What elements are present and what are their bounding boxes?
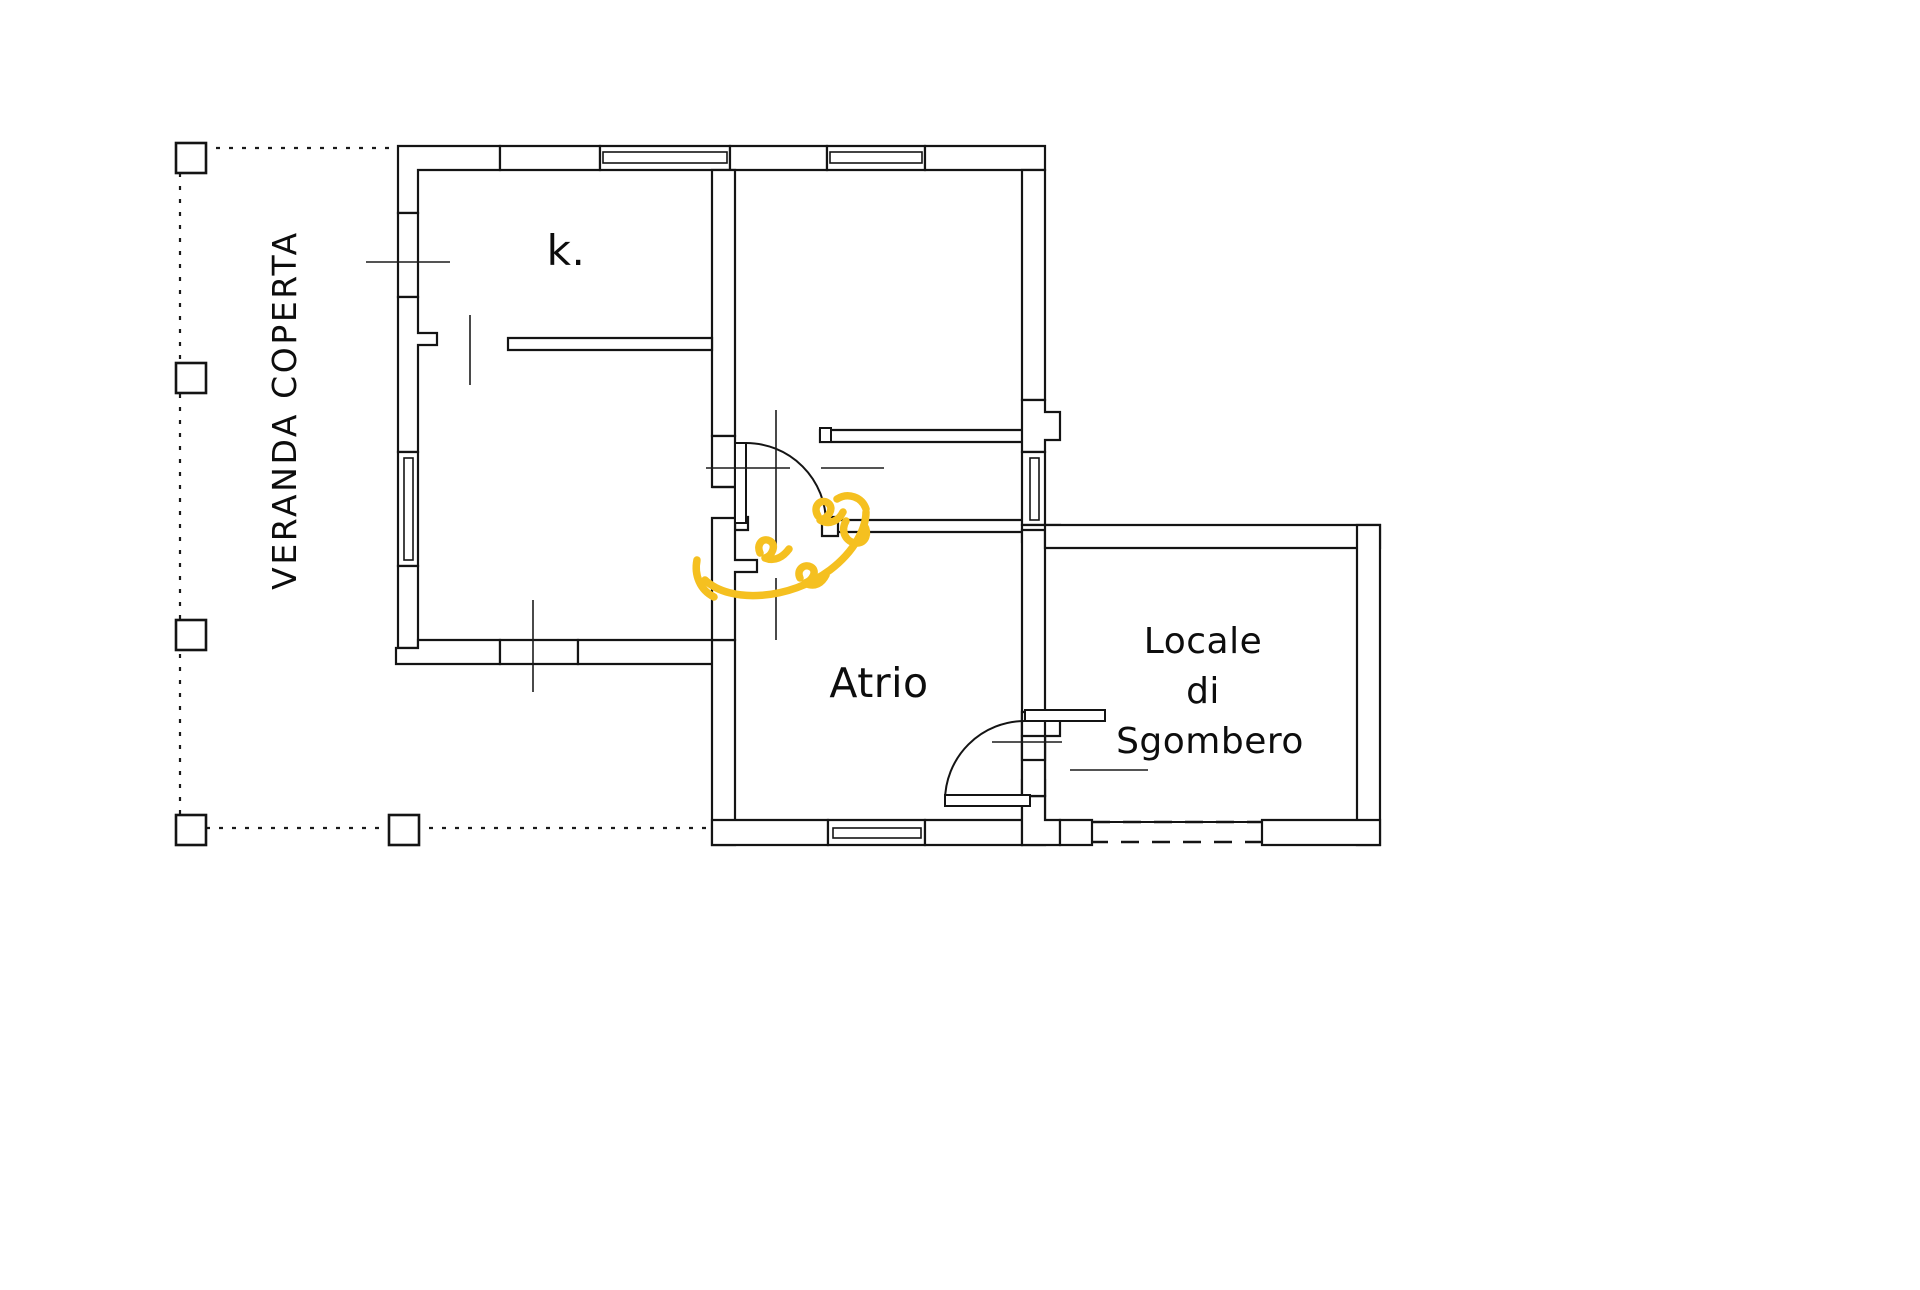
sgombero-label: Locale di Sgombero bbox=[1116, 621, 1304, 762]
pillar bbox=[174, 141, 208, 175]
kitchen-label: k. bbox=[547, 226, 586, 275]
sgombero-label-line1: Locale bbox=[1144, 621, 1262, 662]
veranda-label: VERANDA COPERTA bbox=[265, 230, 304, 590]
veranda-boundary bbox=[178, 146, 718, 846]
pillar bbox=[174, 813, 208, 847]
sgombero-label-line3: Sgombero bbox=[1116, 721, 1304, 762]
door-corridor-topright bbox=[819, 427, 832, 443]
veranda-pillars bbox=[174, 141, 421, 847]
pillar bbox=[387, 813, 421, 847]
pillar bbox=[174, 618, 208, 652]
highlight-scribble bbox=[692, 492, 871, 601]
pillar bbox=[174, 361, 208, 395]
door-atrio-sgombero bbox=[944, 709, 1106, 807]
door-kitchen-atrio bbox=[734, 442, 827, 524]
axis-lines bbox=[366, 261, 1148, 771]
doors bbox=[734, 427, 1106, 807]
sgombero-label-line2: di bbox=[1186, 671, 1220, 712]
atrio-label: Atrio bbox=[829, 659, 928, 707]
